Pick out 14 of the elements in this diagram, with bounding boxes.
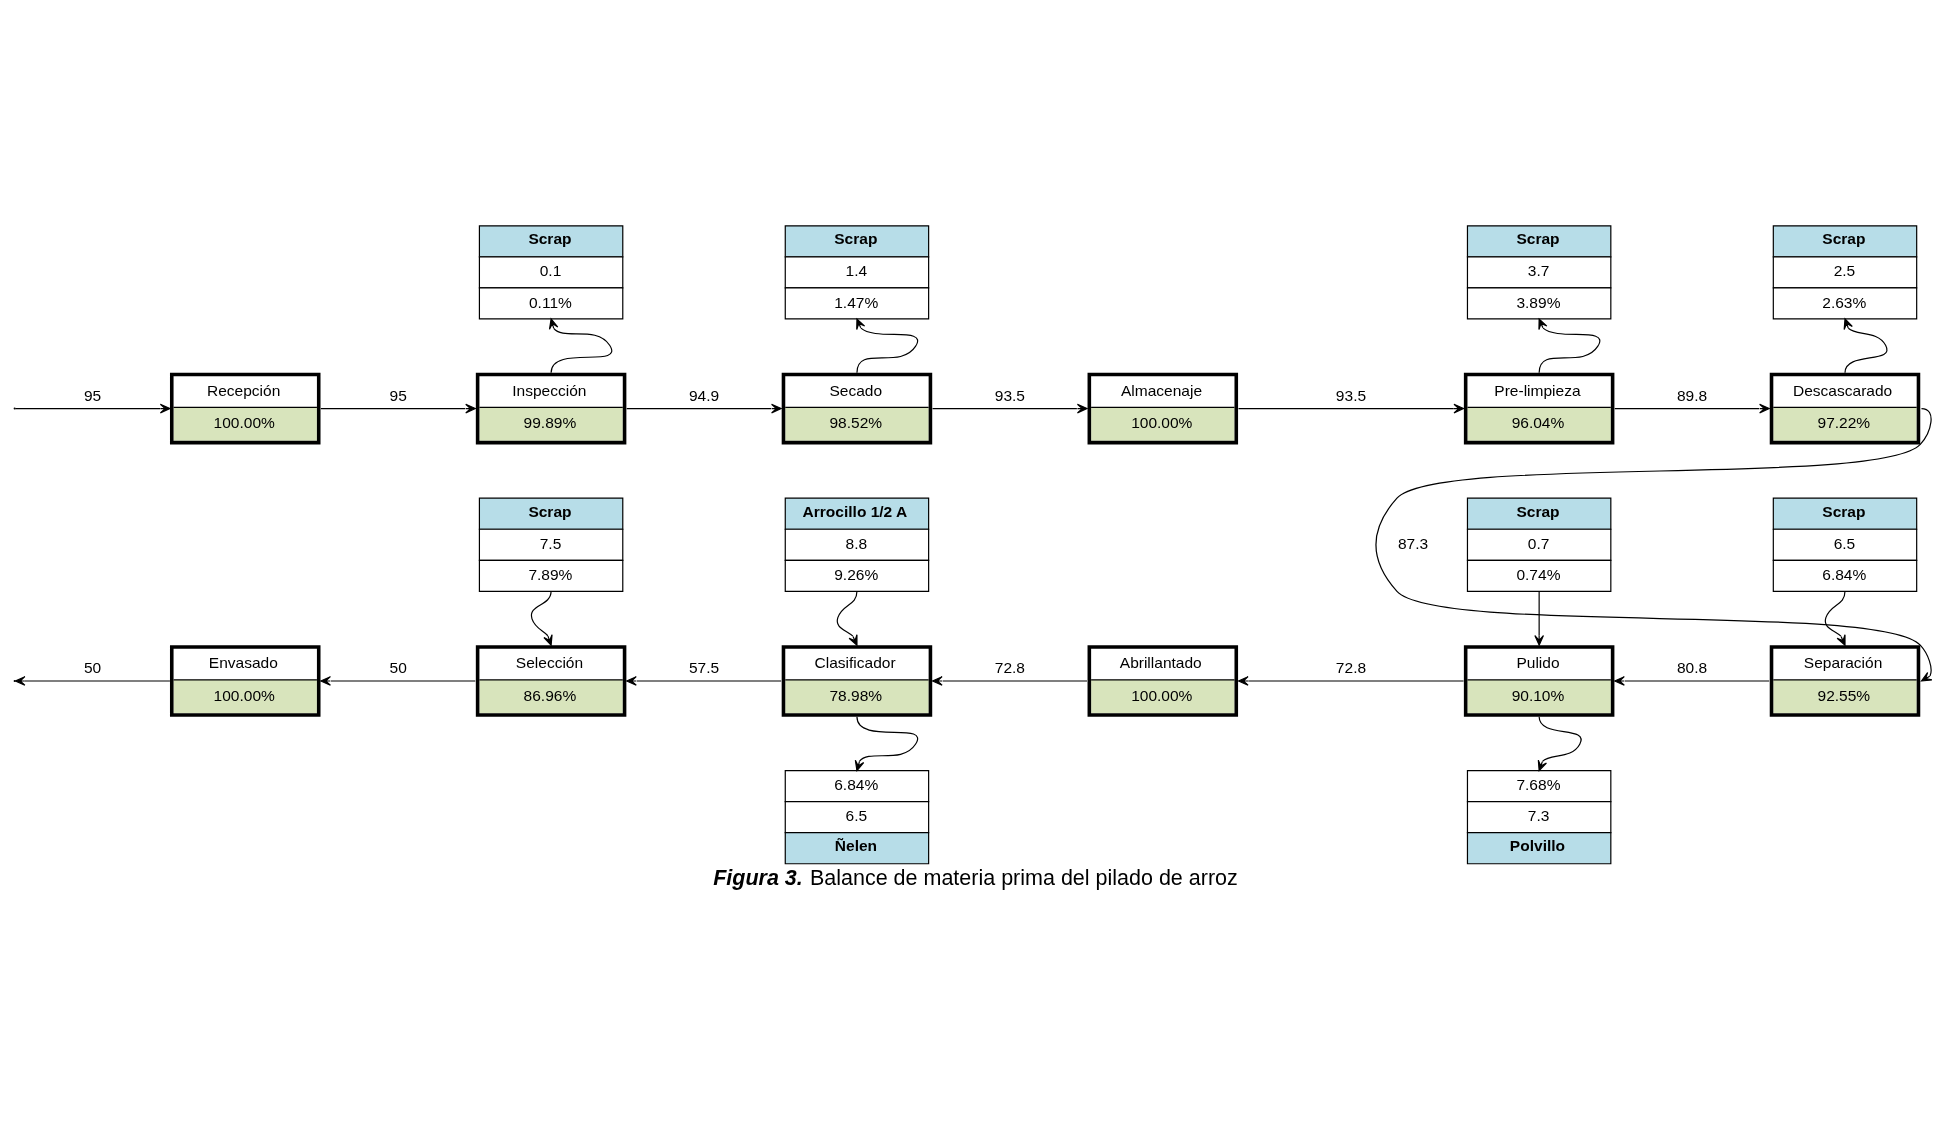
edge-label: 72.8 bbox=[994, 658, 1025, 676]
edge-label: 72.8 bbox=[1335, 658, 1366, 676]
edge-label: 89.8 bbox=[1676, 386, 1707, 404]
edge-label: 93.5 bbox=[1335, 386, 1366, 404]
edge-label: 93.5 bbox=[994, 386, 1025, 404]
edge-label: 50 bbox=[389, 658, 407, 676]
edge-label: 95 bbox=[83, 386, 101, 404]
edge-label: 95 bbox=[389, 386, 407, 404]
edge-label: 80.8 bbox=[1676, 658, 1707, 676]
edge-label: 87.3 bbox=[1397, 534, 1428, 552]
edge-label: 94.9 bbox=[688, 386, 719, 404]
edge-label: 57.5 bbox=[688, 658, 719, 676]
edge-label: 50 bbox=[83, 658, 101, 676]
caption: Figura 3. Balance de materia prima del pilado de arroz bbox=[712, 865, 1238, 890]
